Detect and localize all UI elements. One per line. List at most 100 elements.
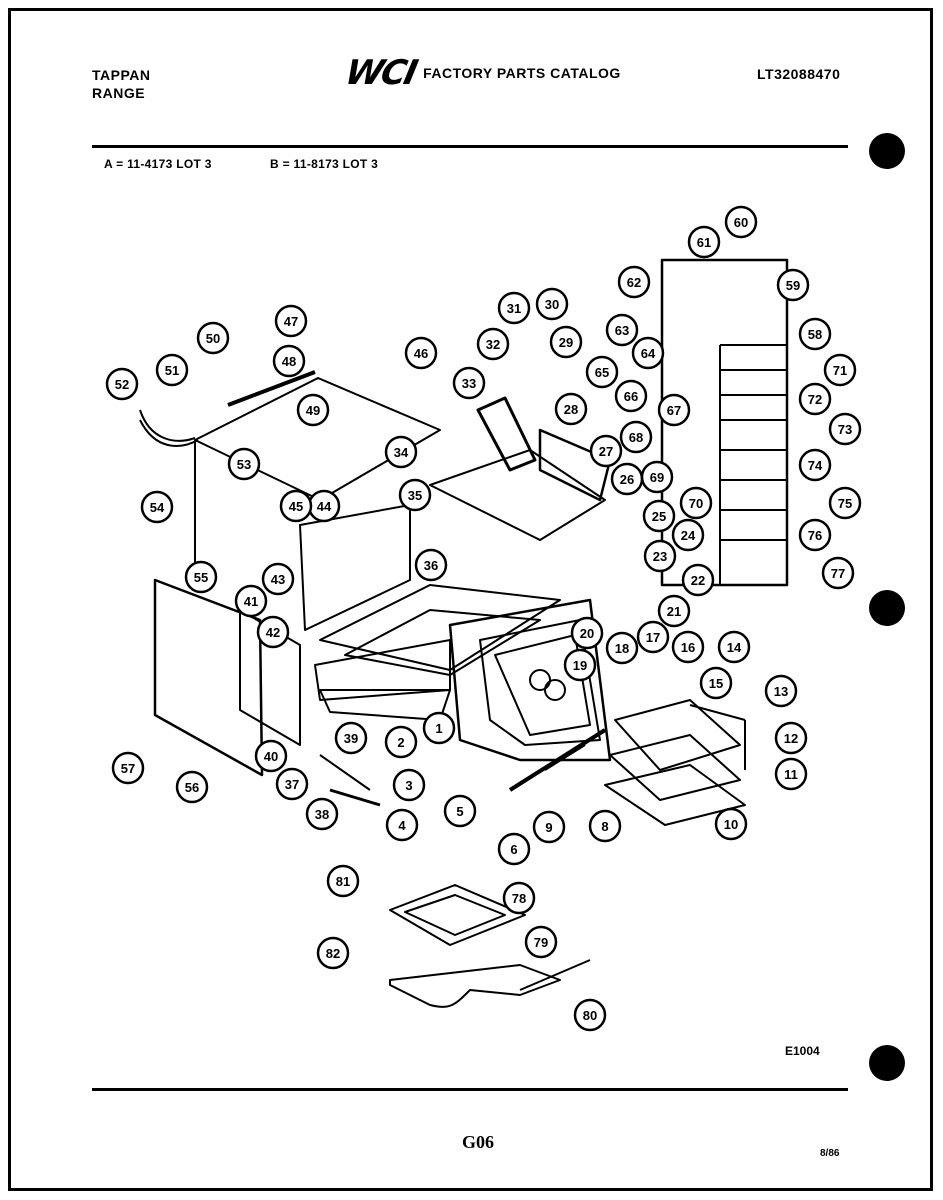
part-callout-66: 66: [614, 379, 648, 413]
part-callout-13: 13: [764, 674, 798, 708]
callout-circle: [828, 412, 862, 446]
header-rule: [92, 145, 848, 148]
part-callout-80: 80: [573, 998, 607, 1032]
part-callout-71: 71: [823, 353, 857, 387]
callout-number: 32: [486, 337, 500, 352]
callout-circle: [476, 327, 510, 361]
callout-number: 3: [405, 778, 412, 793]
part-callout-39: 39: [334, 721, 368, 755]
part-callout-37: 37: [275, 767, 309, 801]
callout-number: 8: [601, 819, 608, 834]
part-callout-72: 72: [798, 382, 832, 416]
callout-circle: [671, 630, 705, 664]
part-callout-32: 32: [476, 327, 510, 361]
callout-circle: [563, 648, 597, 682]
part-callout-38: 38: [305, 797, 339, 831]
part-callout-57: 57: [111, 751, 145, 785]
callout-circle: [699, 666, 733, 700]
part-callout-33: 33: [452, 366, 486, 400]
part-callout-22: 22: [681, 563, 715, 597]
callout-circle: [227, 447, 261, 481]
part-callout-36: 36: [414, 548, 448, 582]
callout-circle: [643, 539, 677, 573]
part-callout-10: 10: [714, 807, 748, 841]
callout-number: 66: [624, 389, 638, 404]
callout-circle: [573, 998, 607, 1032]
callout-circle: [254, 739, 288, 773]
callout-number: 2: [397, 735, 404, 750]
figure-code: E1004: [785, 1044, 820, 1058]
callout-circle: [326, 864, 360, 898]
callout-number: 40: [264, 749, 278, 764]
part-callout-53: 53: [227, 447, 261, 481]
callout-circle: [279, 489, 313, 523]
callout-circle: [398, 478, 432, 512]
callout-number: 75: [838, 496, 852, 511]
callout-number: 51: [165, 363, 179, 378]
callout-number: 19: [573, 658, 587, 673]
callout-circle: [392, 768, 426, 802]
cooktop-frame: [429, 449, 606, 541]
part-callout-55: 55: [184, 560, 218, 594]
callout-circle: [549, 325, 583, 359]
callout-number: 43: [271, 572, 285, 587]
callout-number: 1: [435, 721, 442, 736]
callout-number: 11: [784, 767, 798, 782]
callout-number: 55: [194, 570, 208, 585]
callout-circle: [605, 631, 639, 665]
part-callout-74: 74: [798, 448, 832, 482]
part-callout-73: 73: [828, 412, 862, 446]
binder-hole-top: [869, 133, 905, 169]
callout-number: 45: [289, 499, 303, 514]
callout-number: 81: [336, 874, 350, 889]
callout-number: 21: [667, 604, 681, 619]
burner-box: [538, 428, 612, 502]
callout-circle: [385, 808, 419, 842]
callout-number: 63: [615, 323, 629, 338]
callout-number: 56: [185, 780, 199, 795]
callout-number: 39: [344, 731, 358, 746]
callout-circle: [305, 797, 339, 831]
callout-circle: [111, 751, 145, 785]
part-callout-27: 27: [589, 434, 623, 468]
callout-circle: [497, 832, 531, 866]
callout-circle: [140, 490, 174, 524]
callout-number: 31: [507, 301, 521, 316]
callout-circle: [524, 925, 558, 959]
part-callout-4: 4: [385, 808, 419, 842]
callout-circle: [155, 353, 189, 387]
callout-number: 36: [424, 558, 438, 573]
callout-circle: [256, 615, 290, 649]
callout-circle: [798, 448, 832, 482]
callout-number: 28: [564, 402, 578, 417]
part-callout-24: 24: [671, 518, 705, 552]
callout-circle: [261, 562, 295, 596]
oven-rack-lower: [609, 734, 741, 801]
left-side-panel: [153, 578, 264, 777]
part-callout-14: 14: [717, 630, 751, 664]
callout-number: 68: [629, 430, 643, 445]
callout-number: 20: [580, 626, 594, 641]
part-callout-68: 68: [619, 420, 653, 454]
callout-circle: [657, 594, 691, 628]
callout-circle: [828, 486, 862, 520]
part-callout-70: 70: [679, 486, 713, 520]
callout-number: 71: [833, 363, 847, 378]
callout-circle: [275, 767, 309, 801]
callout-number: 70: [689, 496, 703, 511]
callout-circle: [640, 460, 674, 494]
callout-circle: [274, 304, 308, 338]
part-callout-3: 3: [392, 768, 426, 802]
callout-circle: [679, 486, 713, 520]
callout-circle: [724, 205, 758, 239]
callout-number: 80: [583, 1008, 597, 1023]
part-callout-43: 43: [261, 562, 295, 596]
callout-circle: [497, 291, 531, 325]
callout-number: 65: [595, 365, 609, 380]
part-callout-1: 1: [422, 711, 456, 745]
callout-number: 27: [599, 444, 613, 459]
callout-circle: [334, 721, 368, 755]
callout-number: 13: [774, 684, 788, 699]
page-number: G06: [462, 1132, 495, 1152]
